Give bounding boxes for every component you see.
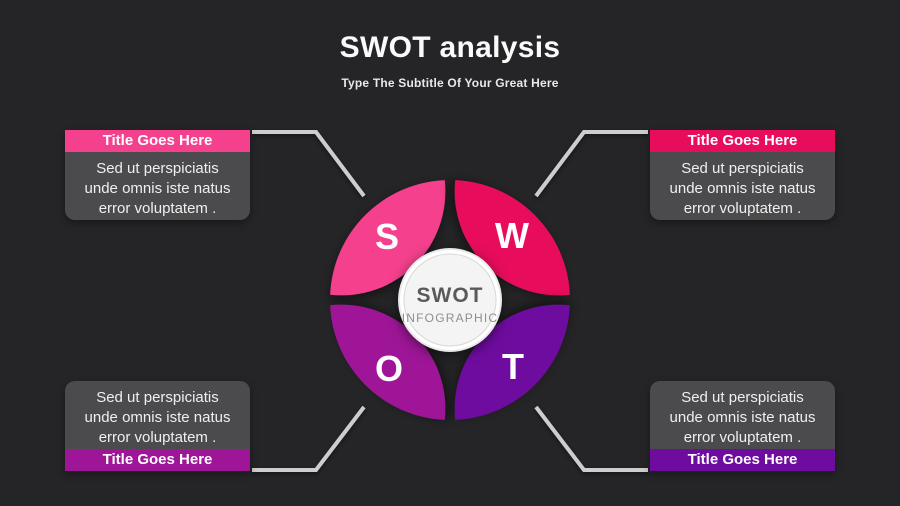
slide-subtitle: Type The Subtitle Of Your Great Here bbox=[341, 76, 559, 90]
card-strengths-body: Sed ut perspiciatis unde omnis iste natu… bbox=[65, 152, 250, 220]
body-line: Sed ut perspiciatis bbox=[96, 160, 219, 177]
card-weaknesses-title-bar: Title Goes Here bbox=[650, 130, 835, 152]
card-title: Title Goes Here bbox=[687, 451, 798, 468]
body-line: error voluptatem . bbox=[98, 200, 217, 217]
letter-threats: T bbox=[502, 346, 524, 387]
slide-header: SWOT analysis Type The Subtitle Of Your … bbox=[0, 0, 900, 90]
center-disc bbox=[403, 253, 497, 347]
card-title: Title Goes Here bbox=[102, 132, 213, 149]
card-threats-body: Sed ut perspiciatis unde omnis iste natu… bbox=[650, 381, 835, 449]
card-title: Title Goes Here bbox=[102, 451, 213, 468]
card-title: Title Goes Here bbox=[687, 132, 798, 149]
body-line: error voluptatem . bbox=[683, 200, 802, 217]
card-weaknesses-body: Sed ut perspiciatis unde omnis iste natu… bbox=[650, 152, 835, 220]
petal-weaknesses bbox=[454, 180, 570, 296]
card-strengths: Title Goes Here Sed ut perspiciatis unde… bbox=[65, 130, 250, 220]
petal-threats bbox=[454, 304, 570, 420]
center-subtitle: INFOGRAPHIC bbox=[402, 311, 499, 325]
body-line: unde omnis iste natus bbox=[669, 409, 816, 426]
letter-strengths: S bbox=[375, 216, 399, 257]
card-threats-title-bar: Title Goes Here bbox=[650, 449, 835, 471]
body-line: Sed ut perspiciatis bbox=[681, 389, 804, 406]
card-opportunities-title-bar: Title Goes Here bbox=[65, 449, 250, 471]
body-line: unde omnis iste natus bbox=[84, 409, 231, 426]
body-line: error voluptatem . bbox=[683, 429, 802, 446]
card-strengths-title-bar: Title Goes Here bbox=[65, 130, 250, 152]
letter-opportunities: O bbox=[375, 348, 403, 389]
swot-diagram: S W O T SWOT INFOGRAPHIC bbox=[330, 180, 570, 420]
body-line: unde omnis iste natus bbox=[84, 180, 231, 197]
body-line: Sed ut perspiciatis bbox=[96, 389, 219, 406]
connector-bottom-left bbox=[252, 405, 366, 472]
letter-weaknesses: W bbox=[495, 215, 529, 256]
body-line: error voluptatem . bbox=[98, 429, 217, 446]
petal-strengths bbox=[330, 180, 446, 296]
connector-top-right bbox=[534, 130, 648, 198]
center-title: SWOT bbox=[417, 284, 484, 307]
connector-bottom-right bbox=[534, 405, 648, 472]
card-opportunities: Sed ut perspiciatis unde omnis iste natu… bbox=[65, 381, 250, 471]
card-threats: Sed ut perspiciatis unde omnis iste natu… bbox=[650, 381, 835, 471]
slide-title: SWOT analysis bbox=[339, 31, 561, 64]
connector-top-left bbox=[252, 130, 366, 198]
body-line: Sed ut perspiciatis bbox=[681, 160, 804, 177]
center-badge: SWOT INFOGRAPHIC bbox=[398, 248, 502, 352]
card-weaknesses: Title Goes Here Sed ut perspiciatis unde… bbox=[650, 130, 835, 220]
body-line: unde omnis iste natus bbox=[669, 180, 816, 197]
petal-opportunities bbox=[330, 304, 446, 420]
card-opportunities-body: Sed ut perspiciatis unde omnis iste natu… bbox=[65, 381, 250, 449]
